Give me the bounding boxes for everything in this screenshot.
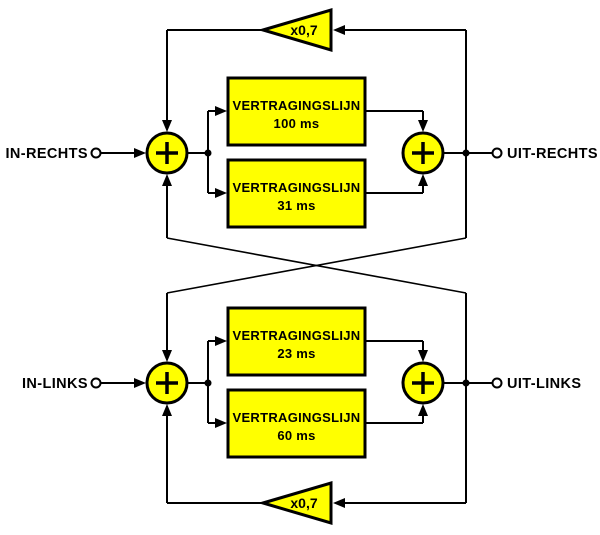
junction-dots	[204, 149, 470, 387]
arrow-delay1-into-sum	[418, 350, 428, 362]
delay-line-block-31ms	[226, 158, 367, 229]
arrow-into-sum-left	[134, 148, 146, 158]
arrow-into-gain-top	[333, 25, 345, 35]
arrow-into-delay2	[215, 418, 227, 428]
labels: IN-RECHTS UIT-RECHTS x0,7 VERTRAGINGSLIJ…	[5, 22, 598, 511]
arrow-feedback-into-sum	[162, 120, 172, 132]
gain-label-links: x0,7	[290, 495, 317, 511]
delay-line-block-23ms	[226, 306, 367, 377]
cross-coupling-wires	[166, 237, 467, 294]
left-channel-blocks	[90, 306, 503, 526]
left-channel-wires	[101, 293, 493, 504]
delay-line-block-100ms	[226, 76, 367, 147]
arrow-delay1-into-sum	[418, 120, 428, 132]
arrow-crossfeed-into-sum	[162, 174, 172, 186]
output-label-links: UIT-LINKS	[507, 376, 582, 392]
right-channel-wires	[101, 29, 493, 238]
arrow-into-gain-bottom	[333, 498, 345, 508]
arrow-into-delay1	[215, 336, 227, 346]
feedback-gain-amplifier-icon	[257, 7, 333, 53]
arrow-into-sum-left	[134, 378, 146, 388]
delay2-time: 60 ms	[277, 428, 315, 443]
arrow-crossfeed-into-sum	[162, 350, 172, 362]
wire-cross-right-to-left	[166, 237, 467, 294]
output-terminal-icon	[491, 147, 503, 159]
delay1-title: VERTRAGINGSLIJN	[232, 328, 360, 343]
right-channel-blocks	[90, 7, 503, 229]
plus-icon	[156, 372, 178, 394]
delay1-time: 23 ms	[277, 346, 315, 361]
input-label-links: IN-LINKS	[22, 376, 88, 392]
arrow-delay2-into-sum	[418, 404, 428, 416]
arrow-into-delay1	[215, 106, 227, 116]
delay1-time: 100 ms	[274, 116, 320, 131]
junction-split-links	[204, 379, 212, 387]
delay2-title: VERTRAGINGSLIJN	[232, 410, 360, 425]
junction-output-links	[462, 379, 470, 387]
input-terminal-icon	[90, 377, 102, 389]
feedback-gain-amplifier-icon	[257, 480, 333, 526]
plus-icon	[156, 142, 178, 164]
arrow-delay2-into-sum	[418, 174, 428, 186]
input-label-rechts: IN-RECHTS	[5, 146, 88, 162]
junction-output-rechts	[462, 149, 470, 157]
gain-label-rechts: x0,7	[290, 22, 317, 38]
junction-split-rechts	[204, 149, 212, 157]
output-label-rechts: UIT-RECHTS	[507, 146, 598, 162]
arrow-into-delay2	[215, 188, 227, 198]
input-terminal-icon	[90, 147, 102, 159]
output-terminal-icon	[491, 377, 503, 389]
delay-line-block-60ms	[226, 388, 367, 459]
arrow-feedback-into-sum	[162, 404, 172, 416]
arrowheads	[134, 25, 428, 508]
plus-icon	[412, 372, 434, 394]
delay2-title: VERTRAGINGSLIJN	[232, 180, 360, 195]
plus-icon	[412, 142, 434, 164]
delay1-title: VERTRAGINGSLIJN	[232, 98, 360, 113]
delay2-time: 31 ms	[277, 198, 315, 213]
